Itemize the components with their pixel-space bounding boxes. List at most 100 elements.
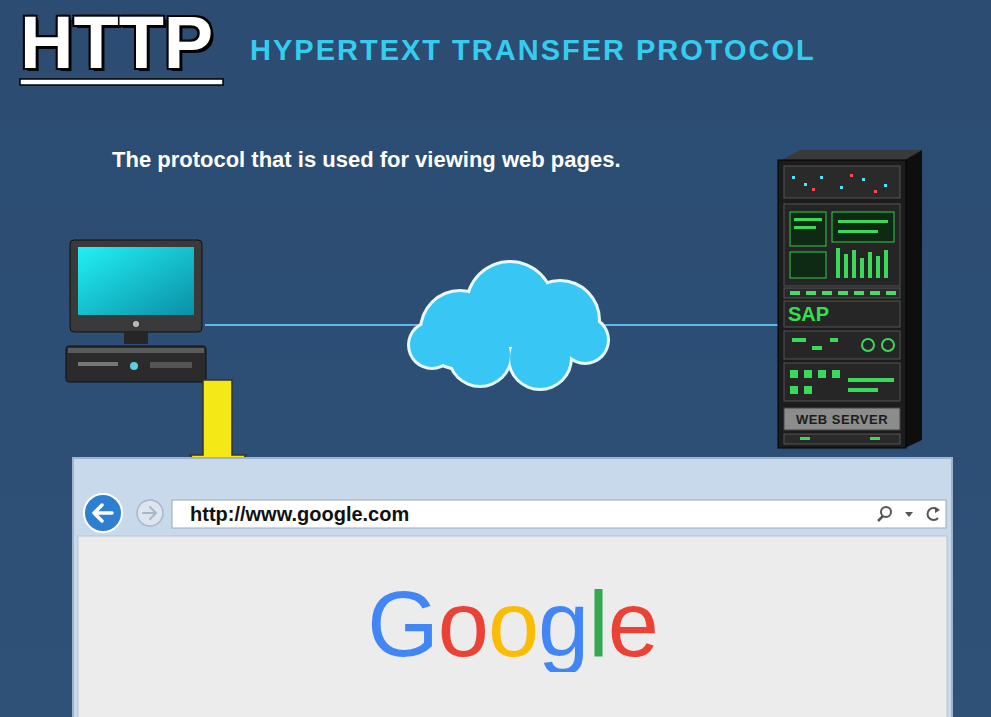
- drive-slot: [150, 362, 192, 368]
- network-line: [205, 324, 425, 326]
- browser-window-node: Google http://www.google.com: [73, 458, 952, 717]
- rack-panel: [784, 331, 900, 359]
- illustration-part: [820, 176, 823, 179]
- illustration-part: [563, 318, 607, 362]
- illustration-part: [830, 338, 838, 342]
- server-nameplate: WEB SERVER: [778, 410, 906, 430]
- rack-panel: [784, 204, 900, 286]
- drive-slot: [78, 362, 118, 366]
- browser-content: [78, 536, 947, 717]
- label-holder: HYPERTEXT TRANSFER PROTOCOL: [250, 33, 816, 67]
- network-line: [595, 324, 779, 326]
- web-server-node: SAPWEB SERVER: [778, 155, 922, 445]
- illustration-part: [838, 230, 878, 233]
- illustration-part: [838, 220, 888, 223]
- status-lights: [792, 176, 887, 189]
- illustration-part: [804, 370, 812, 378]
- illustration-part: [790, 386, 798, 394]
- server-rack: [778, 150, 922, 448]
- power-led: [133, 321, 139, 327]
- rack-front: [778, 160, 906, 448]
- desktop-case: [66, 346, 206, 382]
- illustration-part: [870, 291, 880, 295]
- case-button: [130, 362, 138, 370]
- address-bar-node: http://www.google.com: [172, 500, 932, 528]
- illustration-part: [818, 370, 826, 378]
- illustration-part: [804, 386, 812, 394]
- refresh-icon: [935, 507, 940, 513]
- rack-side: [905, 150, 922, 448]
- illustration-part: [836, 248, 840, 278]
- subtitle-heading: HYPERTEXT TRANSFER PROTOCOL: [250, 33, 816, 67]
- address-bar-field: [172, 500, 946, 528]
- forward-arrow: [143, 507, 156, 519]
- illustration-part: [790, 370, 798, 378]
- google-logo: Google: [367, 576, 658, 672]
- rack-top: [782, 150, 922, 160]
- computer-icon: [66, 240, 206, 382]
- rack-panel: [784, 363, 900, 401]
- rack-panel: [784, 166, 900, 198]
- illustration-part: [884, 250, 888, 278]
- rack-panel: [784, 301, 900, 327]
- illustration-part: [806, 291, 816, 295]
- monitor-screen: [78, 247, 194, 315]
- search-icon: [878, 516, 883, 521]
- illustration-part: [510, 328, 570, 388]
- illustration-part: [874, 190, 877, 193]
- illustration-part: [832, 370, 840, 378]
- illustration-part: [852, 250, 856, 278]
- illustration-part: [410, 323, 454, 367]
- status-light: [800, 437, 810, 440]
- illustration-part: [884, 184, 887, 187]
- description-text: The protocol that is used for viewing we…: [112, 146, 621, 174]
- illustration-part: [848, 388, 878, 392]
- monitor-stand: [124, 332, 148, 344]
- title: HTTP: [20, 4, 213, 82]
- illustration-part: [886, 291, 896, 295]
- illustration-part: [790, 291, 800, 295]
- back-arrow: [94, 505, 112, 521]
- display-screen: [832, 212, 894, 242]
- url-text: http://www.google.com: [172, 500, 409, 528]
- illustration-part: [792, 338, 806, 342]
- label-holder: The protocol that is used for viewing we…: [112, 146, 621, 174]
- illustration-part: [840, 186, 843, 189]
- illustration-part: [450, 325, 510, 385]
- display-screen: [790, 252, 826, 278]
- illustration-part: [862, 178, 865, 181]
- status-lights: [790, 370, 894, 394]
- rack-panel: [784, 288, 900, 298]
- illustration-part: [860, 258, 864, 278]
- title-holder: HTTP: [20, 4, 213, 82]
- illustration-part: [822, 291, 832, 295]
- illustration-part: [844, 254, 848, 278]
- status-lights: [812, 174, 877, 193]
- back-button: [84, 494, 122, 532]
- illustration-part: [812, 346, 822, 350]
- case-highlight: [68, 348, 204, 353]
- cloud-outline: [407, 260, 610, 391]
- dropdown-icon: [905, 512, 913, 517]
- forward-button: [137, 500, 163, 526]
- browser-window: [73, 458, 952, 717]
- illustration-part: [812, 188, 815, 191]
- illustration-part: [862, 339, 874, 351]
- illustration-part: [854, 291, 864, 295]
- status-light: [870, 437, 880, 440]
- illustration-part: [848, 378, 894, 382]
- cloud-icon: [407, 260, 610, 391]
- monitor-frame: [70, 240, 202, 332]
- illustration-part: [868, 252, 872, 278]
- illustration-part: [838, 291, 848, 295]
- cloud-fill: [410, 263, 607, 388]
- rack-panel: [784, 434, 900, 444]
- illustration-part: [794, 218, 822, 221]
- illustration-part: [876, 256, 880, 278]
- illustration-part: [850, 174, 853, 177]
- display-bars: [794, 218, 888, 278]
- illustration-part: [804, 183, 807, 186]
- illustration-part: [792, 176, 795, 179]
- illustration-part: [882, 339, 894, 351]
